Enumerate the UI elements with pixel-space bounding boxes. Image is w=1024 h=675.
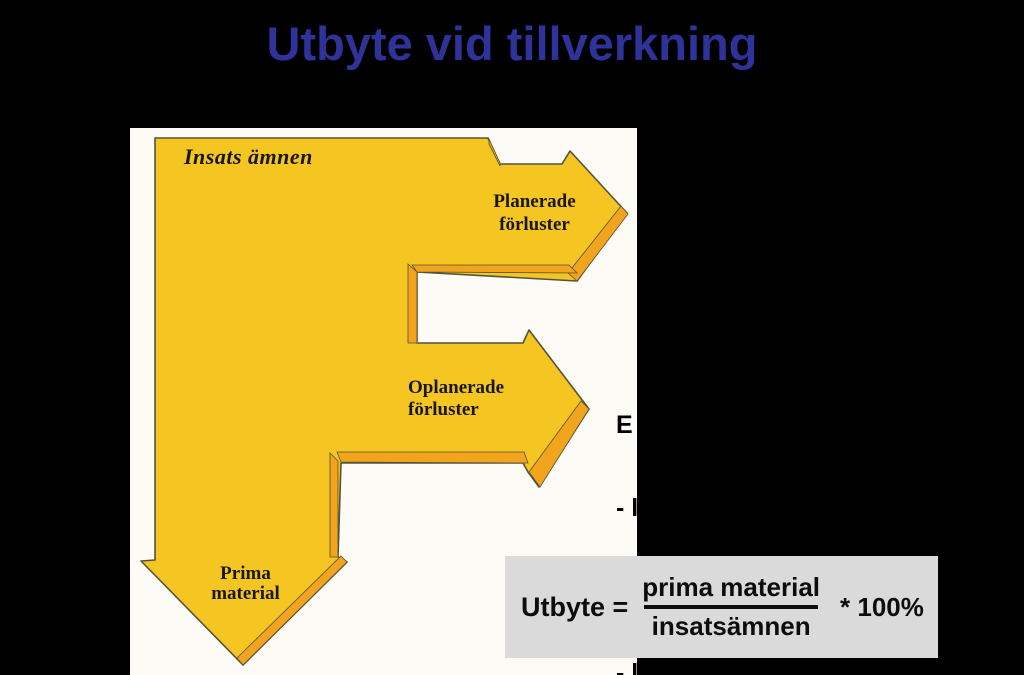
bevel-down-arrow-right xyxy=(236,555,348,666)
label-planned-losses-line2: förluster xyxy=(499,214,570,235)
flow-diagram-svg xyxy=(140,137,629,666)
label-input-materials: Insats ämnen xyxy=(184,144,313,169)
formula-lhs: Utbyte = xyxy=(521,591,629,622)
clipped-text-item: - l xyxy=(616,658,637,675)
formula-box: Utbyte = prima material insatsämnen * 10… xyxy=(505,556,938,658)
page-title: Utbyte vid tillverkning xyxy=(266,17,758,70)
label-planned-losses: Planerade förluster xyxy=(482,190,587,236)
fraction-bar xyxy=(644,605,819,609)
clipped-text-item: - l xyxy=(616,493,637,522)
bevel-planned-head xyxy=(567,205,629,282)
bevel-unplanned-head xyxy=(528,400,590,488)
diagram-panel: Insats ämnen Planerade förluster Oplaner… xyxy=(130,128,637,675)
formula-rhs: * 100% xyxy=(840,591,924,622)
label-planned-losses-line1: Planerade xyxy=(493,191,576,212)
label-prime-material: Prima material xyxy=(188,564,303,603)
bevel-main-shaft-right xyxy=(329,452,339,558)
bevel-notch-left xyxy=(407,263,418,344)
bevel-planned-shaft-bottom xyxy=(411,264,578,274)
label-unplanned-losses-line2: förluster xyxy=(408,399,479,420)
formula-denominator: insatsämnen xyxy=(651,611,811,641)
label-prime-material-line1: Prima xyxy=(220,563,271,584)
label-prime-material-line2: material xyxy=(211,582,280,604)
clipped-text-heading: E xyxy=(616,411,633,439)
bevel-top-step xyxy=(488,138,501,167)
label-unplanned-losses-line1: Oplanerade xyxy=(408,377,505,398)
formula-numerator: prima material xyxy=(642,571,821,602)
label-unplanned-losses: Oplanerade förluster xyxy=(408,377,504,421)
bevel-unplanned-shaft-bottom xyxy=(336,451,529,464)
formula-fraction: prima material insatsämnen xyxy=(642,571,821,641)
